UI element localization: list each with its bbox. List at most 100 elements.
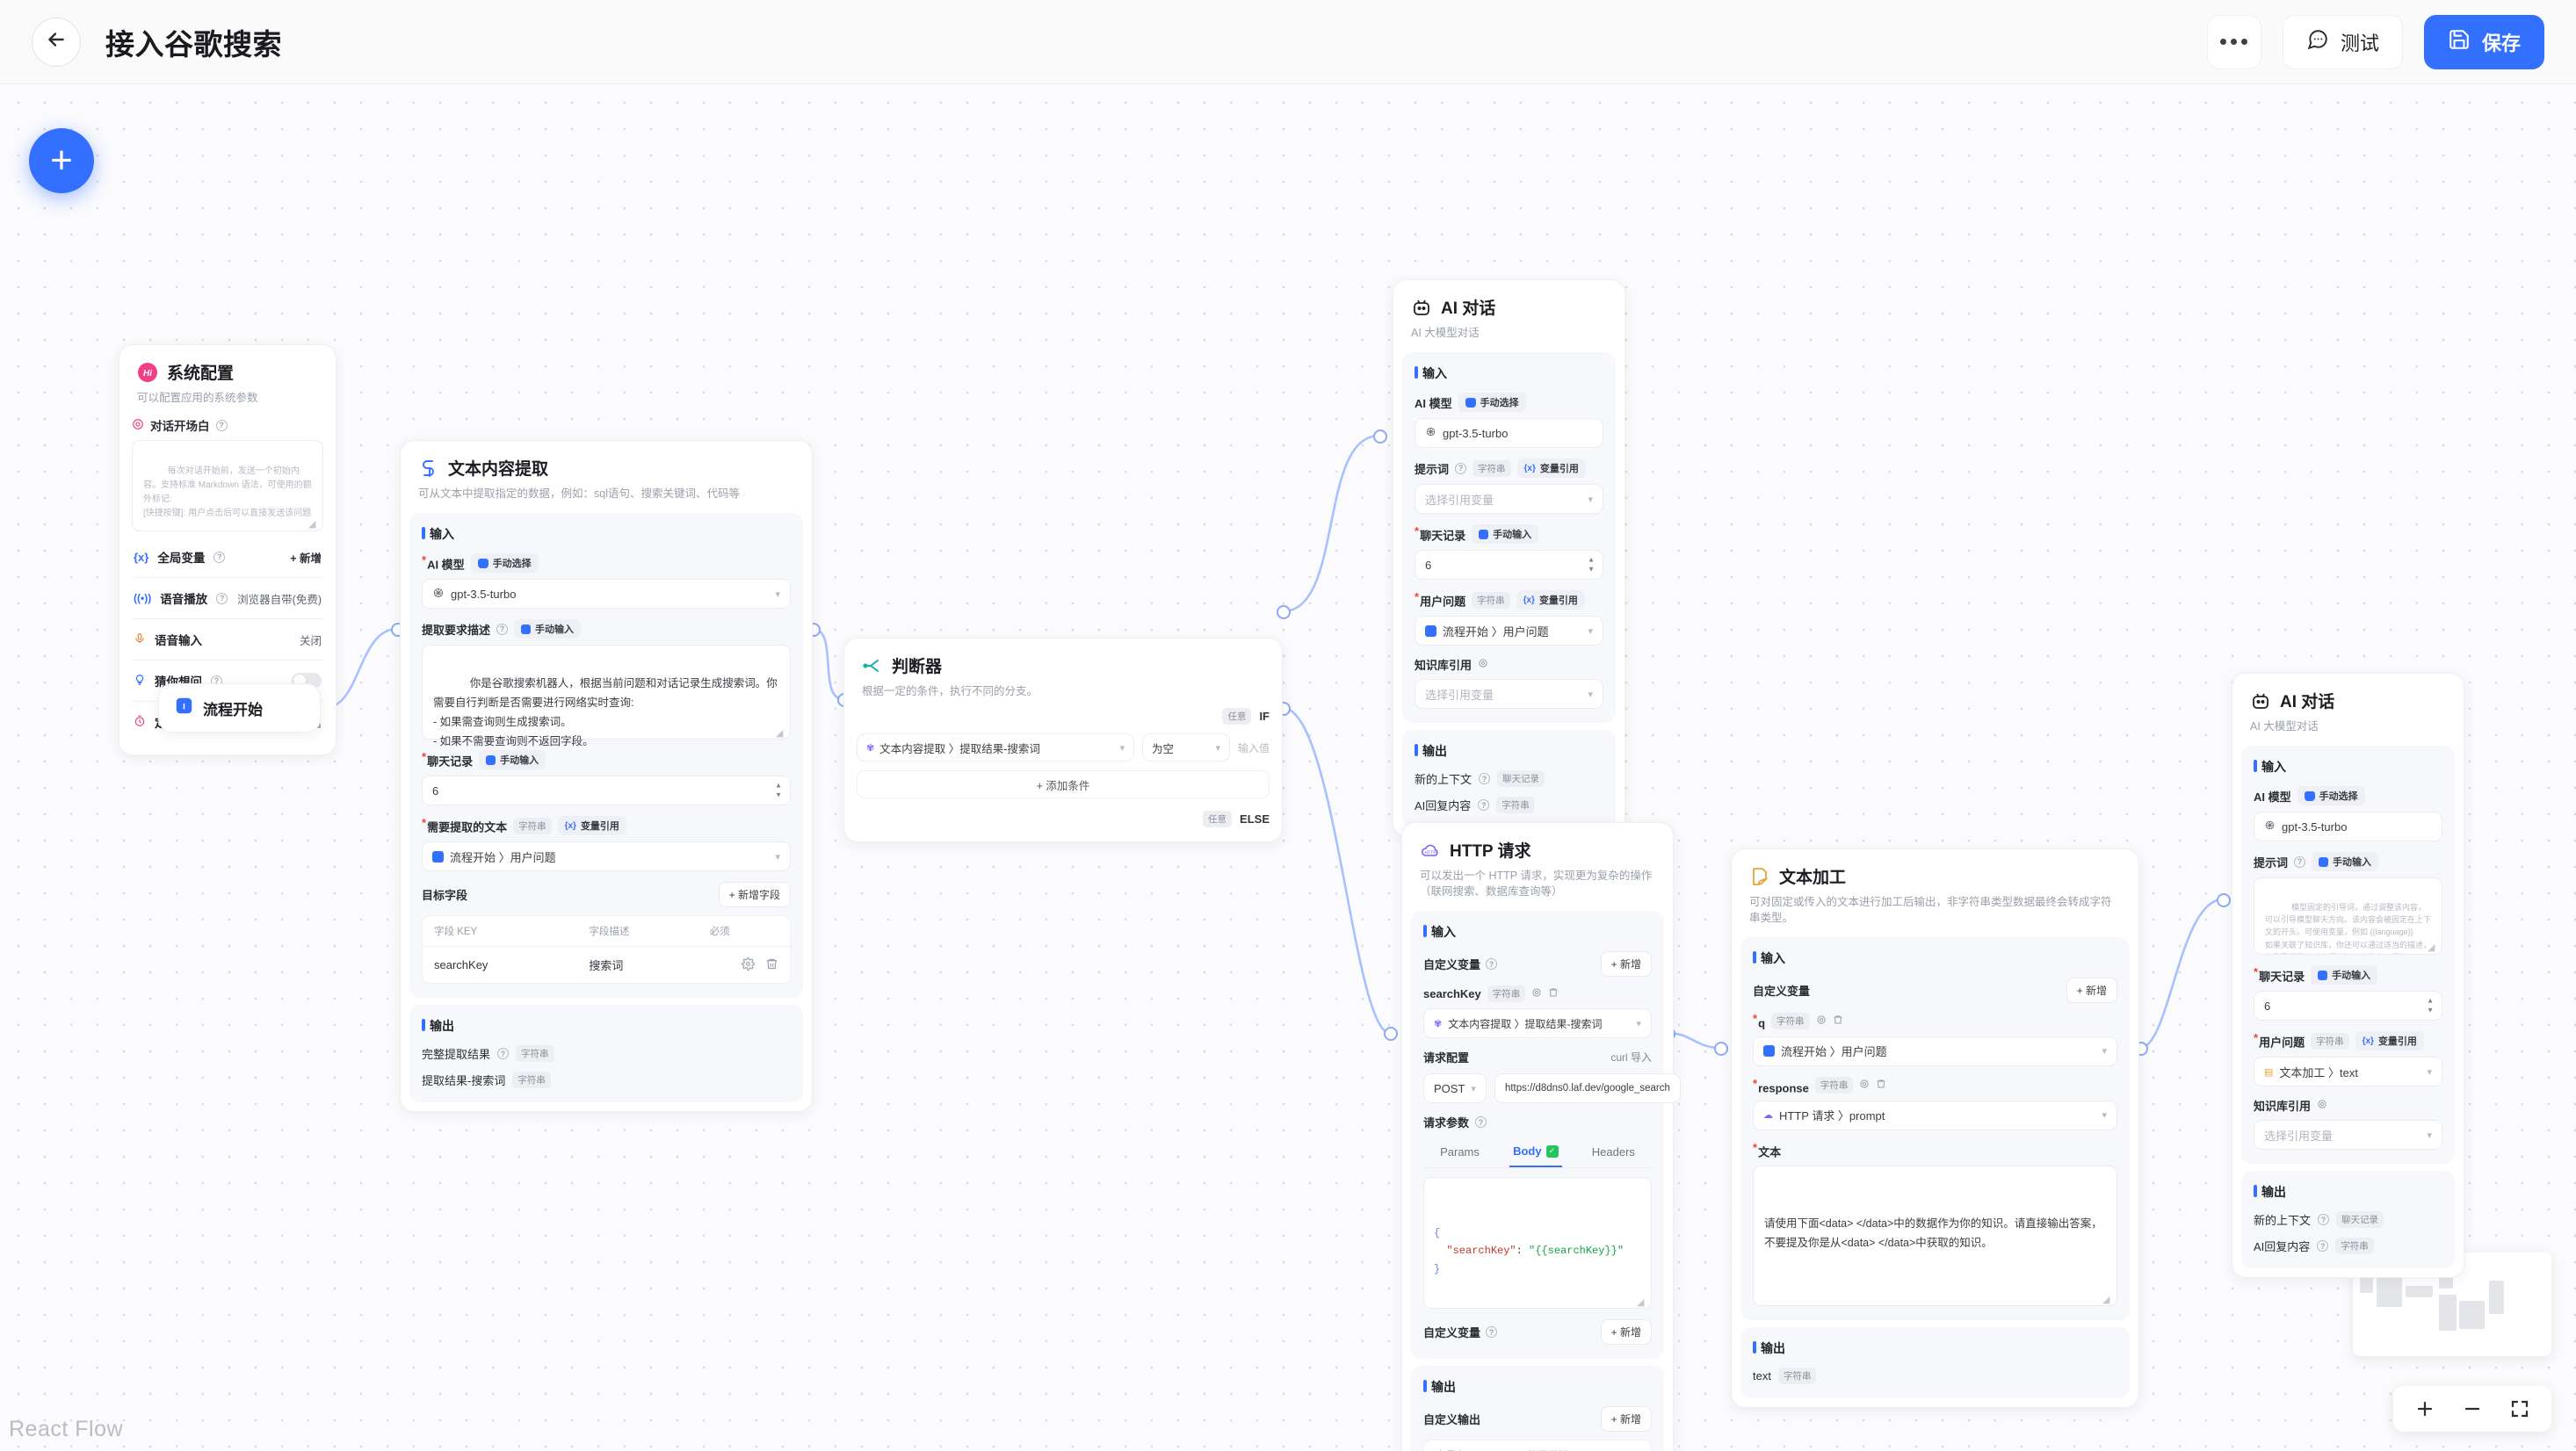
fit-view-button[interactable] <box>2509 1398 2530 1419</box>
help-icon[interactable]: ? <box>497 1048 510 1060</box>
tab-headers[interactable]: Headers <box>1591 1145 1635 1159</box>
var-response-select[interactable]: ☁ HTTP 请求 〉prompt ▾ <box>1753 1100 2117 1130</box>
prompt-textarea[interactable]: 模型固定的引导词，通过调整该内容，可以引导模型聊天方向。该内容会被固定在上下文的… <box>2254 877 2442 956</box>
port-aichat-top-in[interactable] <box>1373 430 1387 444</box>
manual-input-chip[interactable]: 手动输入 <box>514 619 582 639</box>
stepper-arrows-icon[interactable]: ▲▼ <box>775 781 782 799</box>
add-variable-button-2[interactable]: + 新增 <box>1600 1319 1652 1346</box>
prompt-select[interactable]: 选择引用变量 ▾ <box>1415 484 1603 515</box>
http-method-select[interactable]: POST ▾ <box>1423 1073 1487 1104</box>
manual-select-chip[interactable]: 手动选择 <box>1458 393 1526 413</box>
http-body-editor[interactable]: { "searchKey": "{{searchKey}}" } ◢ <box>1423 1177 1652 1310</box>
flow-canvas[interactable]: + React Flow Hi <box>0 84 2576 1451</box>
test-button[interactable]: 测试 <box>2282 14 2403 69</box>
node-http-request[interactable]: HTTP HTTP 请求 可以发出一个 HTTP 请求，实现更为复杂的操作（联网… <box>1401 822 1681 1451</box>
help-icon[interactable]: ? <box>2294 855 2306 868</box>
ai-model-select[interactable]: gpt-3.5-turbo <box>1415 418 1603 449</box>
stepper-arrows-icon[interactable]: ▲▼ <box>1588 555 1595 574</box>
help-icon[interactable]: ? <box>1478 799 1490 812</box>
kb-select[interactable]: 选择引用变量 ▾ <box>2254 1120 2442 1151</box>
text-textarea[interactable]: 请使用下面<data> </data>中的数据作为你的知识。请直接输出答案，不要… <box>1753 1166 2117 1307</box>
help-icon[interactable]: ? <box>496 623 509 635</box>
help-icon[interactable]: ? <box>2318 1214 2330 1226</box>
node-condition[interactable]: 判断器 根据一定的条件，执行不同的分支。 任意 IF ✾ 文本内容提取 〉提取结… <box>843 638 1283 843</box>
manual-input-chip[interactable]: 手动输入 <box>2312 852 2379 872</box>
chat-history-stepper[interactable]: 6 ▲▼ <box>1415 550 1603 581</box>
resize-handle-icon[interactable]: ◢ <box>2428 942 2435 954</box>
manual-input-chip[interactable]: 手动输入 <box>479 750 546 770</box>
user-question-select[interactable]: 流程开始 〉用户问题 ▾ <box>1415 616 1603 646</box>
port-textprocess-in[interactable] <box>1714 1042 1728 1056</box>
cfg-row-global-vars[interactable]: {x} 全局变量 ? + 新增 <box>132 537 323 577</box>
help-icon[interactable]: ? <box>215 419 228 431</box>
tab-body[interactable]: Body ✓ <box>1509 1138 1562 1168</box>
save-button[interactable]: 保存 <box>2423 14 2544 69</box>
manual-select-chip[interactable]: 手动选择 <box>2297 786 2365 806</box>
table-row[interactable]: searchKey 搜索词 <box>423 946 790 983</box>
ai-model-select[interactable]: gpt-3.5-turbo <box>2254 812 2442 842</box>
gear-icon[interactable] <box>1531 987 1542 1000</box>
curl-import-button[interactable]: curl 导入 <box>1610 1051 1652 1065</box>
help-icon[interactable]: ? <box>213 551 226 563</box>
gear-icon[interactable] <box>1478 658 1488 671</box>
var-q-select[interactable]: 流程开始 〉用户问题 ▾ <box>1753 1036 2117 1066</box>
trash-icon[interactable] <box>765 957 778 973</box>
cfg-row-voice-input[interactable]: 语音输入 关闭 <box>132 618 323 660</box>
help-icon[interactable]: ? <box>216 592 228 604</box>
gear-icon[interactable] <box>1859 1079 1870 1092</box>
stepper-arrows-icon[interactable]: ▲▼ <box>2427 996 2434 1014</box>
help-icon[interactable]: ? <box>1486 1326 1498 1339</box>
gear-icon[interactable] <box>742 957 755 973</box>
back-button[interactable] <box>32 17 81 67</box>
node-ai-chat-right[interactable]: AI 对话 AI 大模型对话 输入 AI 模型 手动选择 gpt-3.5-tur… <box>2232 673 2464 1279</box>
var-ref-chip[interactable]: {x}变量引用 <box>1516 590 1585 610</box>
node-text-extract[interactable]: 文本内容提取 可从文本中提取指定的数据，例如：sql语句、搜索关键词、代码等 输… <box>400 440 813 1113</box>
port-airight-in[interactable] <box>2217 893 2231 907</box>
manual-input-chip[interactable]: 手动输入 <box>1472 524 1539 545</box>
ai-model-select[interactable]: gpt-3.5-turbo ▾ <box>422 579 791 610</box>
target-text-select[interactable]: 流程开始 〉用户问题 ▾ <box>422 841 791 872</box>
trash-icon[interactable] <box>1833 1014 1843 1028</box>
add-variable-button[interactable]: + 新增 <box>1600 951 1652 978</box>
condition-operator-select[interactable]: 为空 ▾ <box>1141 733 1230 762</box>
gear-icon[interactable] <box>1816 1014 1827 1028</box>
help-icon[interactable]: ? <box>1455 462 1467 474</box>
cfg-value-add[interactable]: + 新增 <box>290 552 322 565</box>
searchkey-var-select[interactable]: ✾ 文本内容提取 〉提取结果-搜索词 ▾ <box>1423 1008 1652 1039</box>
node-flow-start[interactable]: I 流程开始 <box>158 683 321 733</box>
add-condition-button[interactable]: + 添加条件 <box>857 770 1270 799</box>
resize-handle-icon[interactable]: ◢ <box>1637 1297 1645 1309</box>
manual-select-chip[interactable]: 手动选择 <box>470 553 539 574</box>
trash-icon[interactable] <box>1548 987 1559 1000</box>
chat-history-stepper[interactable]: 6 ▲▼ <box>2254 991 2442 1021</box>
var-ref-chip[interactable]: {x}变量引用 <box>2355 1031 2424 1051</box>
zoom-out-button[interactable] <box>2462 1398 2483 1419</box>
add-field-button[interactable]: + 新增字段 <box>718 882 791 908</box>
condition-value-input[interactable]: 输入值 <box>1237 741 1270 754</box>
var-ref-chip[interactable]: {x}变量引用 <box>557 816 626 836</box>
zoom-in-button[interactable] <box>2414 1398 2435 1419</box>
more-options-button[interactable] <box>2206 14 2261 69</box>
cfg-row-voice-play[interactable]: ((•)) 语音播放 ? 浏览器自带(免费) <box>132 577 323 618</box>
help-icon[interactable]: ? <box>2317 1240 2329 1252</box>
port-condition-if-out[interactable] <box>1277 605 1291 619</box>
trash-icon[interactable] <box>1876 1079 1886 1092</box>
resize-handle-icon[interactable]: ◢ <box>2102 1295 2110 1306</box>
help-icon[interactable]: ? <box>1486 958 1498 971</box>
kb-select[interactable]: 选择引用变量 ▾ <box>1415 679 1603 710</box>
help-icon[interactable]: ? <box>1479 773 1491 785</box>
user-question-select[interactable]: ▤ 文本加工 〉text ▾ <box>2254 1057 2442 1087</box>
gear-icon[interactable] <box>2317 1099 2327 1112</box>
chat-history-stepper[interactable]: 6 ▲▼ <box>422 776 791 806</box>
resize-handle-icon[interactable]: ◢ <box>776 728 784 740</box>
help-icon[interactable]: ? <box>1475 1116 1487 1129</box>
http-url-input[interactable]: https://d8dns0.laf.dev/google_search <box>1494 1073 1681 1104</box>
add-variable-button[interactable]: + 新增 <box>2066 978 2117 1004</box>
port-http-in[interactable] <box>1384 1027 1398 1041</box>
tab-params[interactable]: Params <box>1440 1145 1480 1159</box>
add-node-button[interactable]: + <box>29 128 94 193</box>
node-ai-chat-top[interactable]: AI 对话 AI 大模型对话 输入 AI 模型 手动选择 gpt-3.5-tur… <box>1393 279 1625 838</box>
add-output-button[interactable]: + 新增 <box>1600 1406 1652 1433</box>
opening-textarea[interactable]: 每次对话开始前，发送一个初始内容。支持标准 Markdown 语法，可使用的额外… <box>132 440 323 532</box>
condition-variable-select[interactable]: ✾ 文本内容提取 〉提取结果-搜索词 ▾ <box>857 733 1134 762</box>
